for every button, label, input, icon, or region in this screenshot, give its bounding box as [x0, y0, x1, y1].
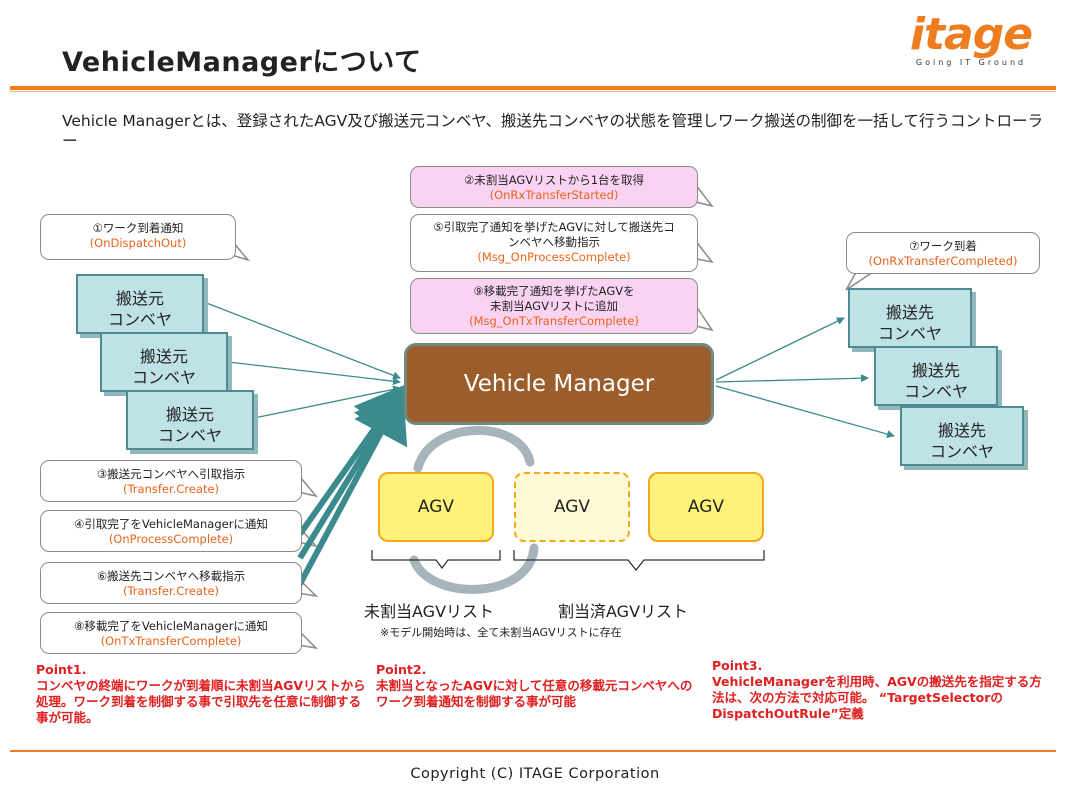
- callout5-en: (Msg_OnProcessComplete): [477, 250, 631, 264]
- dest-conveyor-label2: コンベヤ: [877, 324, 942, 343]
- callout6-jp: ⑥搬送先コンベヤへ移載指示: [96, 569, 246, 583]
- callout-tx-transfer-complete: ⑧移載完了をVehicleManagerに通知 (OnTxTransferCom…: [40, 612, 302, 654]
- point1-heading: Point1.: [36, 662, 87, 677]
- agv-in-transition: AGV: [514, 472, 630, 542]
- callout-transfer-create-1: ③搬送元コンベヤへ引取指示 (Transfer.Create): [40, 460, 302, 502]
- header-rule: [10, 86, 1056, 90]
- agv-unassigned: AGV: [378, 472, 494, 542]
- header-rule-thin: [10, 91, 1056, 92]
- point1-body: コンベヤの終端にワークが到着順に未割当AGVリストから処理。ワーク到着を制御する…: [36, 678, 366, 725]
- callout-dispatch-out: ①ワーク到着通知 (OnDispatchOut): [40, 214, 236, 260]
- dest-conveyor-label2: コンベヤ: [903, 382, 968, 401]
- callout9-en: (Msg_OnTxTransferComplete): [469, 314, 639, 328]
- source-conveyor-label1: 搬送元: [165, 405, 214, 424]
- cycle-arrow-top: [413, 426, 535, 473]
- model-start-note: ※モデル開始時は、全て未割当AGVリストに存在: [380, 626, 622, 639]
- point3: Point3. VehicleManagerを利用時、AGVの搬送先を指定する方…: [712, 658, 1050, 722]
- source-conveyor: 搬送元 コンベヤ: [76, 274, 204, 334]
- point2: Point2. 未割当となったAGVに対して任意の移載元コンベヤへのワーク到着通…: [376, 662, 698, 710]
- arrow-callout6-to-manager: [297, 390, 408, 586]
- page-title: VehicleManagerについて: [62, 47, 422, 78]
- point3-heading: Point3.: [712, 658, 763, 673]
- callout3-en: (Transfer.Create): [122, 482, 220, 496]
- footer-rule: [10, 750, 1056, 752]
- agv-assigned: AGV: [648, 472, 764, 542]
- vehicle-manager-box: Vehicle Manager: [404, 343, 714, 425]
- source-conveyor-label1: 搬送元: [139, 347, 188, 366]
- callout-rx-transfer-completed: ⑦ワーク到着 (OnRxTransferCompleted): [846, 232, 1040, 274]
- callout7-jp: ⑦ワーク到着: [909, 239, 977, 253]
- callout8-en: (OnTxTransferComplete): [100, 634, 242, 648]
- callout6-en: (Transfer.Create): [122, 584, 220, 598]
- source-conveyor: 搬送元 コンベヤ: [100, 332, 228, 392]
- source-conveyor-label2: コンベヤ: [157, 426, 222, 445]
- point2-heading: Point2.: [376, 662, 427, 677]
- dest-conveyor-label1: 搬送先: [885, 303, 934, 322]
- dest-conveyor: 搬送先 コンベヤ: [900, 406, 1024, 466]
- callout1-jp: ①ワーク到着通知: [92, 221, 184, 235]
- dest-conveyor-label1: 搬送先: [937, 421, 986, 440]
- unassigned-list-label: 未割当AGVリスト: [364, 602, 495, 621]
- arrow-src3-to-manager: [253, 385, 401, 419]
- point3-body: VehicleManagerを利用時、AGVの搬送先を指定する方法は、次の方法で…: [712, 674, 1042, 721]
- callout9-jp2: 未割当AGVリストに追加: [490, 299, 618, 313]
- callout4-jp: ④引取完了をVehicleManagerに通知: [74, 517, 268, 531]
- callout5-jp1: ⑤引取完了通知を挙げたAGVに対して搬送先コ: [433, 220, 675, 234]
- callout3-jp: ③搬送元コンベヤへ引取指示: [96, 467, 246, 481]
- callout-process-complete: ④引取完了をVehicleManagerに通知 (OnProcessComple…: [40, 510, 302, 552]
- itage-logo: itage Going IT Ground: [896, 10, 1046, 80]
- source-conveyor-label2: コンベヤ: [131, 368, 196, 387]
- arrow-src1-to-manager: [203, 301, 401, 380]
- callout-msg-process-complete: ⑤引取完了通知を挙げたAGVに対して搬送先コ ンベヤへ移動指示 (Msg_OnP…: [410, 214, 698, 272]
- brace-assigned: [513, 550, 765, 572]
- copyright: Copyright (C) ITAGE Corporation: [410, 766, 660, 782]
- brace-unassigned: [371, 550, 501, 570]
- callout-transfer-create-2: ⑥搬送先コンベヤへ移載指示 (Transfer.Create): [40, 562, 302, 604]
- callout2-en: (OnRxTransferStarted): [489, 188, 619, 202]
- assigned-list-label: 割当済AGVリスト: [558, 602, 689, 621]
- arrow-manager-to-dest3: [715, 385, 895, 438]
- source-conveyor: 搬送元 コンベヤ: [126, 390, 254, 450]
- source-conveyor-label2: コンベヤ: [107, 310, 172, 329]
- dest-conveyor: 搬送先 コンベヤ: [848, 288, 972, 348]
- callout5-jp2: ンベヤへ移動指示: [508, 235, 600, 249]
- arrow-src2-to-manager: [227, 361, 401, 386]
- arrow-manager-to-dest2: [715, 374, 869, 383]
- dest-conveyor: 搬送先 コンベヤ: [874, 346, 998, 406]
- callout2-jp: ②未割当AGVリストから1台を取得: [463, 173, 645, 187]
- callout4-en: (OnProcessComplete): [108, 532, 234, 546]
- callout-msg-tx-transfer-complete: ⑨移載完了通知を挙げたAGVを 未割当AGVリストに追加 (Msg_OnTxTr…: [410, 278, 698, 334]
- callout7-en: (OnRxTransferCompleted): [868, 254, 1018, 268]
- point2-body: 未割当となったAGVに対して任意の移載元コンベヤへのワーク到着通知を制御する事が…: [376, 678, 693, 709]
- dest-conveyor-label2: コンベヤ: [929, 442, 994, 461]
- logo-main-text: itage: [909, 9, 1033, 60]
- callout9-jp1: ⑨移載完了通知を挙げたAGVを: [473, 284, 635, 298]
- callout8-jp: ⑧移載完了をVehicleManagerに通知: [74, 619, 268, 633]
- source-conveyor-label1: 搬送元: [115, 289, 164, 308]
- callout1-en: (OnDispatchOut): [89, 236, 187, 250]
- intro-text: Vehicle Managerとは、登録されたAGV及び搬送元コンベヤ、搬送先コ…: [62, 112, 1044, 150]
- dest-conveyor-label1: 搬送先: [911, 361, 960, 380]
- point1: Point1. コンベヤの終端にワークが到着順に未割当AGVリストから処理。ワー…: [36, 662, 366, 726]
- arrow-manager-to-dest1: [715, 317, 845, 381]
- logo-tagline: Going IT Ground: [915, 58, 1027, 67]
- callout-rx-transfer-started: ②未割当AGVリストから1台を取得 (OnRxTransferStarted): [410, 166, 698, 208]
- cycle-arrow-bottom: [409, 543, 539, 594]
